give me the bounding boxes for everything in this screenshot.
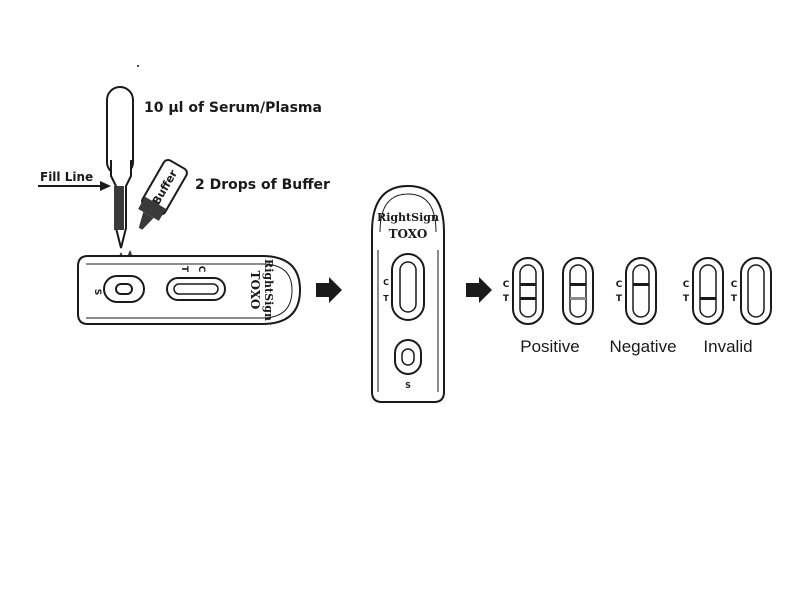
strip-test-mark: T xyxy=(731,294,738,304)
result-strip: CT xyxy=(731,257,772,325)
strip-inner xyxy=(747,264,765,318)
fill-line-label: Fill Line xyxy=(40,170,93,184)
buffer-drops-label: 2 Drops of Buffer xyxy=(195,177,330,193)
buffer-bottle: Buffer xyxy=(138,159,188,230)
sample-mark: S xyxy=(92,289,102,295)
strip-control-mark: C xyxy=(683,280,690,290)
brand-name: RightSign xyxy=(377,211,439,224)
test-mark: T xyxy=(179,266,189,273)
strip-test-mark: T xyxy=(683,294,690,304)
control-line xyxy=(520,283,536,286)
strip-test-mark: T xyxy=(616,294,623,304)
next-step-arrow xyxy=(316,277,342,303)
test-line xyxy=(570,297,586,300)
strip-inner xyxy=(632,264,650,318)
strip-inner xyxy=(519,264,537,318)
sample-mark: S xyxy=(405,381,411,390)
fill-line-arrow xyxy=(38,181,111,191)
result-invalid-label: Invalid xyxy=(703,337,752,356)
product-name: TOXO xyxy=(248,271,262,310)
control-mark: C xyxy=(196,266,206,273)
brand-name: RightSign xyxy=(262,259,275,321)
serum-volume-label: 10 µl of Serum/Plasma xyxy=(144,100,322,116)
test-mark: T xyxy=(383,294,389,303)
result-strip: CT xyxy=(616,257,657,325)
strip-inner xyxy=(699,264,717,318)
control-line xyxy=(633,283,649,286)
control-mark: C xyxy=(383,278,389,287)
vertical-cassette: RightSign TOXO C T S xyxy=(371,184,445,403)
strip-control-mark: C xyxy=(731,280,738,290)
result-positive-label: Positive xyxy=(520,337,580,356)
product-name: TOXO xyxy=(389,227,428,241)
result-strip: CT xyxy=(683,257,724,325)
result-negative-label: Negative xyxy=(609,337,676,356)
speck xyxy=(137,65,139,67)
test-line xyxy=(520,297,536,300)
result-strip xyxy=(562,257,594,325)
result-strip: CT xyxy=(503,257,544,325)
strip-test-mark: T xyxy=(503,294,510,304)
strip-inner xyxy=(569,264,587,318)
pipette xyxy=(106,86,134,249)
strip-control-mark: C xyxy=(503,280,510,290)
horizontal-cassette: S T C RightSign TOXO xyxy=(77,255,302,325)
test-line xyxy=(700,297,716,300)
control-line xyxy=(570,283,586,286)
result-arrow xyxy=(466,277,492,303)
strip-control-mark: C xyxy=(616,280,623,290)
